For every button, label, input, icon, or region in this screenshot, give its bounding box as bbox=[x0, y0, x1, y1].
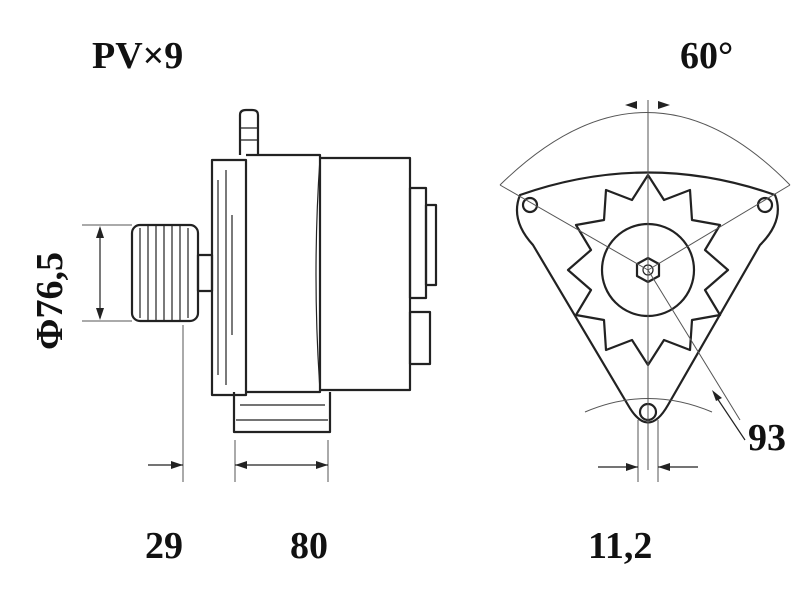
mount-width-label: 11,2 bbox=[588, 525, 652, 567]
front-view bbox=[499, 100, 791, 482]
angle-label: 60° bbox=[680, 35, 733, 77]
radius-label: 93 bbox=[748, 417, 786, 459]
pulley-offset-label: 29 bbox=[145, 525, 183, 567]
pulley-diameter-label: Φ76,5 bbox=[29, 252, 71, 350]
body-length-label: 80 bbox=[290, 525, 328, 567]
side-view bbox=[130, 108, 438, 434]
belt-label: PV×9 bbox=[92, 35, 183, 77]
side-dimensions bbox=[82, 224, 329, 482]
